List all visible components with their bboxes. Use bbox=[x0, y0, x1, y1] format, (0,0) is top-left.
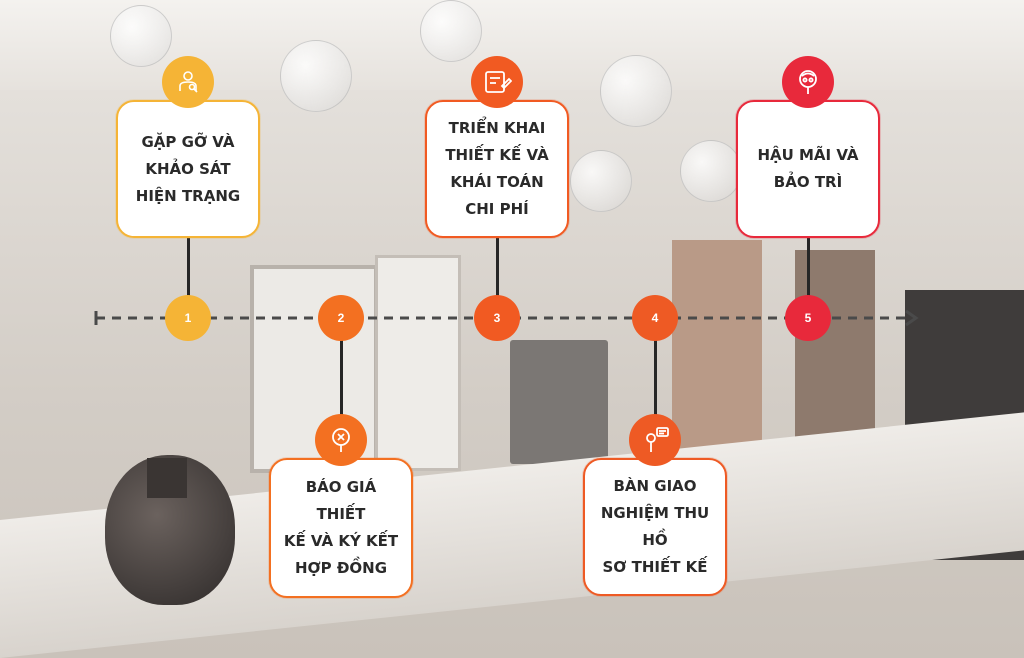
magnifier-gear-icon bbox=[782, 56, 834, 108]
background-curtain bbox=[375, 255, 461, 471]
step-title: BÀN GIAO NGHIỆM THU HỒ SƠ THIẾT KẾ bbox=[600, 477, 710, 576]
step-card: TRIỂN KHAI THIẾT KẾ VÀ KHÁI TOÁN CHI PHÍ bbox=[425, 100, 569, 238]
step-card: GẶP GỠ VÀ KHẢO SÁT HIỆN TRẠNG bbox=[116, 100, 260, 238]
step-number-badge: 1 bbox=[165, 295, 211, 341]
person-search-icon bbox=[162, 56, 214, 108]
background-tv bbox=[510, 340, 608, 464]
step-card: HẬU MÃI VÀ BẢO TRÌ bbox=[736, 100, 880, 238]
step-connector-line bbox=[186, 238, 190, 318]
timeline-end-arrow bbox=[905, 309, 919, 327]
step-card: BÁO GIÁ THIẾT KẾ VÀ KÝ KẾT HỢP ĐỒNG bbox=[269, 458, 413, 598]
step-connector-line bbox=[653, 318, 657, 458]
step-title: HẬU MÃI VÀ BẢO TRÌ bbox=[757, 146, 859, 191]
document-pen-icon bbox=[471, 56, 523, 108]
step-title: GẶP GỠ VÀ KHẢO SÁT HIỆN TRẠNG bbox=[135, 132, 241, 205]
step-connector-line bbox=[806, 238, 810, 318]
background-vase-neck bbox=[147, 458, 187, 498]
step-card: BÀN GIAO NGHIỆM THU HỒ SƠ THIẾT KẾ bbox=[583, 458, 727, 596]
step-title: TRIỂN KHAI THIẾT KẾ VÀ KHÁI TOÁN CHI PHÍ bbox=[445, 119, 549, 218]
background-lamp-globe bbox=[420, 0, 482, 62]
background-lamp-globe bbox=[600, 55, 672, 127]
background-lamp-globe bbox=[680, 140, 742, 202]
background-lamp-globe bbox=[110, 5, 172, 67]
step-title: BÁO GIÁ THIẾT KẾ VÀ KÝ KẾT HỢP ĐỒNG bbox=[283, 478, 399, 577]
step-number-badge: 3 bbox=[474, 295, 520, 341]
step-number-badge: 2 bbox=[318, 295, 364, 341]
magnifier-x-icon bbox=[315, 414, 367, 466]
background-lamp-globe bbox=[280, 40, 352, 112]
step-connector-line bbox=[339, 318, 343, 458]
step-number-badge: 4 bbox=[632, 295, 678, 341]
step-connector-line bbox=[495, 238, 499, 318]
background-lamp-globe bbox=[570, 150, 632, 212]
microphone-chat-icon bbox=[629, 414, 681, 466]
step-number-badge: 5 bbox=[785, 295, 831, 341]
